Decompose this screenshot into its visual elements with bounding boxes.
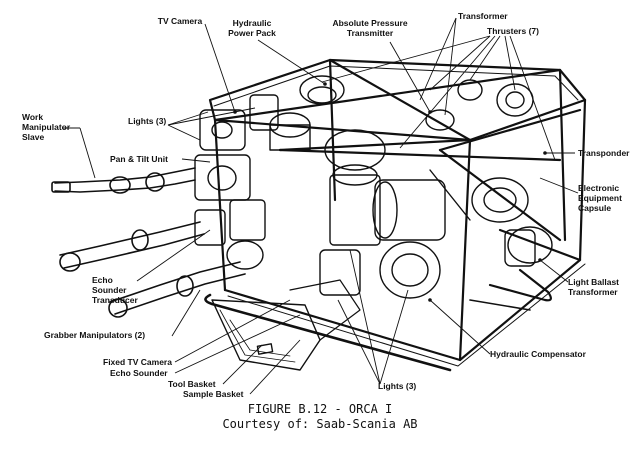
- label-grabber-manipulators: Grabber Manipulators (2): [44, 330, 146, 340]
- manipulator-arms: [51, 167, 246, 318]
- leader-lines: [62, 17, 579, 395]
- label-hydraulic-power-pack: Hydraulic Power Pack: [228, 18, 276, 38]
- figure-credit: Courtesy of: Saab-Scania AB: [222, 417, 418, 431]
- label-transponder: Transponder: [578, 148, 630, 158]
- baskets: [211, 279, 361, 371]
- label-sample-basket: Sample Basket: [183, 389, 244, 399]
- label-fixed-tv-camera: Fixed TV Camera: [103, 357, 172, 367]
- leader-dots: [233, 82, 547, 302]
- label-hydraulic-compensator: Hydraulic Compensator: [490, 349, 586, 359]
- label-tv-camera: TV Camera: [157, 16, 203, 26]
- vehicle-frame: [204, 58, 587, 372]
- label-work-manipulator-slave: Work Manipulator Slave: [22, 112, 71, 142]
- label-pan-tilt-unit: Pan & Tilt Unit: [110, 154, 168, 164]
- label-lights-top: Lights (3): [128, 116, 167, 126]
- label-transformer: Transformer: [458, 11, 508, 21]
- label-echo-sounder: Echo Sounder: [110, 368, 168, 378]
- label-light-ballast-transformer: Light Ballast Transformer: [568, 277, 620, 297]
- camera-light-cluster: [194, 94, 279, 270]
- label-tool-basket: Tool Basket: [168, 379, 216, 389]
- figure-caption: FIGURE B.12 - ORCA I: [247, 402, 393, 416]
- label-electronic-equipment-capsule: Electronic Equipment Capsule: [578, 183, 622, 213]
- label-echo-sounder-transducer: Echo Sounder Transducer: [92, 275, 138, 305]
- label-absolute-pressure-transmitter: Absolute Pressure Transmitter: [332, 18, 408, 38]
- hydraulic-units: [269, 109, 455, 296]
- thruster-units: [299, 75, 553, 299]
- label-thrusters: Thrusters (7): [487, 26, 539, 36]
- label-lights-bottom: Lights (3): [378, 381, 417, 391]
